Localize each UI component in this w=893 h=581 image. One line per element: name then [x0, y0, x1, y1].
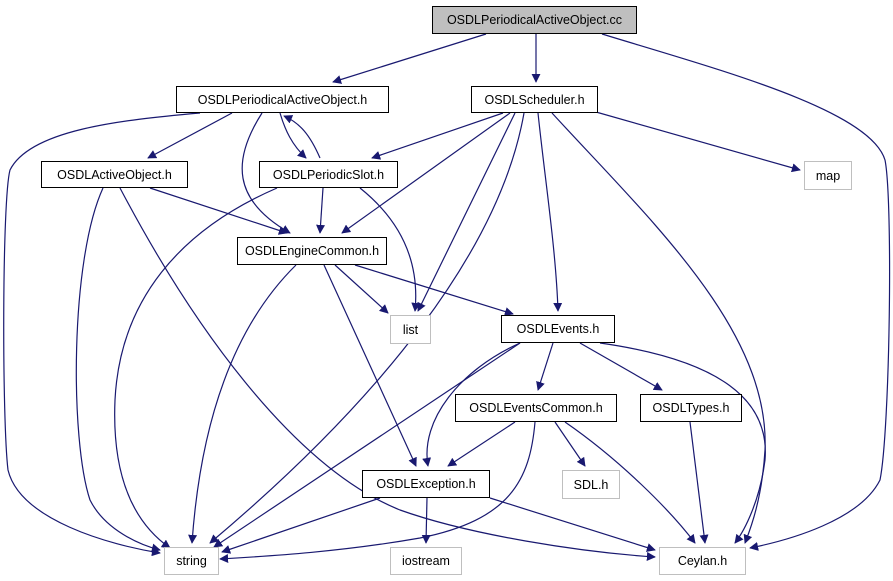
edge-ev-h-to-string [213, 342, 521, 548]
edge-ev-h-to-evc-h [536, 342, 554, 391]
edge-ao-h-to-ceylan-h [119, 187, 656, 561]
edge-ps-h-to-ec-h [316, 187, 326, 234]
edge-pao-h-to-ao-h [147, 112, 233, 159]
edge-sched-h-to-ec-h [341, 112, 511, 234]
node-cc: OSDLPeriodicalActiveObject.cc [432, 6, 637, 34]
edge-sched-h-to-ps-h [371, 112, 504, 160]
edge-sched-h-to-ev-h [537, 112, 563, 312]
node-iostream: iostream [390, 547, 462, 575]
edge-ec-h-to-string [188, 264, 297, 544]
edge-ev-h-to-types-h [579, 342, 663, 391]
node-pao-h[interactable]: OSDLPeriodicalActiveObject.h [176, 86, 389, 113]
edge-sched-h-to-list [417, 112, 516, 312]
node-ao-h[interactable]: OSDLActiveObject.h [41, 161, 188, 188]
edge-cc-to-ceylan-h [601, 33, 891, 551]
node-ps-h[interactable]: OSDLPeriodicSlot.h [259, 161, 398, 188]
edge-pao-h-to-string [3, 112, 201, 557]
edge-types-h-to-ceylan-h [689, 421, 709, 544]
edge-ps-h-to-list [359, 187, 421, 312]
edge-sched-h-to-ceylan-h [551, 112, 766, 544]
edge-ev-h-to-ceylan-h [599, 342, 766, 544]
edge-evc-h-to-sdl-h [554, 421, 586, 467]
edge-ao-h-to-ec-h [149, 187, 288, 235]
node-evc-h[interactable]: OSDLEventsCommon.h [455, 394, 617, 422]
node-map: map [804, 161, 852, 190]
edge-ec-h-to-list [334, 264, 389, 314]
edge-pao-h-to-ps-h [279, 112, 307, 159]
edge-pao-h-to-ec-h [241, 112, 291, 234]
edge-ao-h-to-string [75, 187, 161, 553]
node-ceylan-h: Ceylan.h [659, 547, 746, 575]
node-string: string [164, 547, 219, 575]
node-list: list [390, 315, 431, 344]
edge-exc-h-to-iostream [421, 497, 431, 544]
edge-evc-h-to-exc-h [447, 421, 516, 467]
edge-ps-h-to-string [114, 187, 278, 549]
edge-exc-h-to-string [221, 497, 381, 554]
edge-cc-to-pao-h [332, 33, 487, 84]
node-sched-h[interactable]: OSDLScheduler.h [471, 86, 598, 113]
node-ec-h[interactable]: OSDLEngineCommon.h [237, 237, 387, 265]
node-ev-h[interactable]: OSDLEvents.h [501, 315, 615, 343]
edge-evc-h-to-string [219, 421, 536, 564]
edge-evc-h-to-ceylan-h [564, 421, 696, 544]
edge-exc-h-to-ceylan-h [489, 497, 656, 552]
edge-ec-h-to-exc-h [323, 264, 417, 467]
node-types-h[interactable]: OSDLTypes.h [640, 394, 742, 422]
edge-ec-h-to-ev-h [354, 264, 514, 316]
node-sdl-h: SDL.h [562, 470, 620, 499]
node-exc-h[interactable]: OSDLException.h [362, 470, 490, 498]
edge-sched-h-to-map [595, 111, 801, 173]
edge-ev-h-to-exc-h [422, 342, 521, 467]
edge-ps-h-to-pao-h [283, 115, 321, 159]
